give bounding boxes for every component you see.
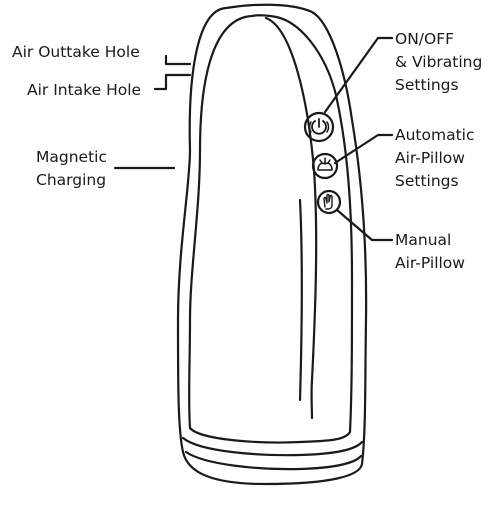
on-off-vibrating-label-line: & Vibrating <box>395 53 483 71</box>
on-off-vibrating-label-line: Settings <box>395 76 459 94</box>
automatic-air-pillow-label-line: Settings <box>395 172 459 190</box>
magnetic-charging-label: Magnetic Charging <box>36 146 107 192</box>
hand-icon <box>316 189 342 215</box>
automatic-air-pillow-label-line: Air-Pillow <box>395 149 465 167</box>
manual-leader-line <box>335 208 394 242</box>
device-body-outline <box>176 3 368 486</box>
device-front-panel <box>188 14 354 444</box>
manual-air-pillow-label-line: Air-Pillow <box>395 254 465 272</box>
automatic-air-pillow-label: Automatic Air-Pillow Settings <box>395 124 475 193</box>
device-seam-line-inner <box>298 198 303 402</box>
magnetic-charging-label-line: Magnetic <box>36 148 107 166</box>
auto-leader-line <box>333 133 394 165</box>
magnetic-charging-label-line: Charging <box>36 171 107 189</box>
air-outtake-hole-label: Air Outtake Hole <box>12 43 140 61</box>
device-bottom-cap-lower <box>184 450 363 471</box>
intake-leader-line <box>153 73 192 91</box>
manual-air-pillow-label-line: Manual <box>395 231 452 249</box>
automatic-air-pillow-label-line: Automatic <box>395 126 475 144</box>
auto-air-pillow-icon <box>311 152 339 180</box>
air-intake-hole-label: Air Intake Hole <box>27 81 142 99</box>
device-seam-line <box>264 16 318 420</box>
on-off-vibrating-label-line: ON/OFF <box>395 30 455 48</box>
onoff-leader-line <box>323 36 394 114</box>
on-off-vibrating-label: ON/OFF & Vibrating Settings <box>395 28 482 97</box>
power-vibrate-icon <box>303 111 335 143</box>
manual-air-pillow-label: Manual Air-Pillow <box>395 229 465 275</box>
outtake-leader-line <box>164 54 192 66</box>
device-bottom-cap <box>181 436 364 457</box>
